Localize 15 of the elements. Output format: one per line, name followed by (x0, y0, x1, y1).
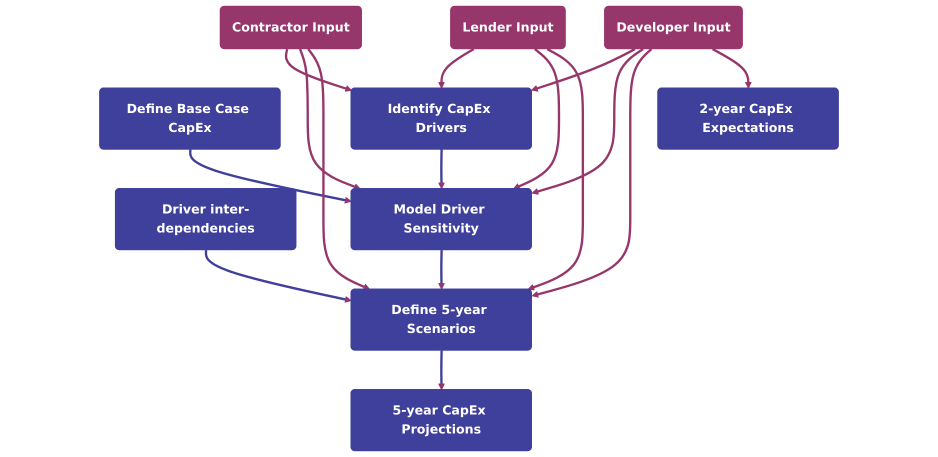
arrow (204, 250, 352, 303)
arrow (438, 48, 474, 89)
arrow (528, 48, 584, 290)
arrow (298, 48, 361, 190)
arrow (189, 150, 352, 204)
arrow (307, 48, 370, 290)
arrow (438, 250, 445, 290)
arrow (532, 48, 652, 298)
arrow (438, 150, 445, 190)
arrow (438, 350, 445, 390)
arrow (284, 48, 352, 92)
arrow (712, 48, 752, 89)
arrow (532, 48, 644, 195)
arrow (513, 48, 560, 190)
arrow (531, 48, 636, 92)
